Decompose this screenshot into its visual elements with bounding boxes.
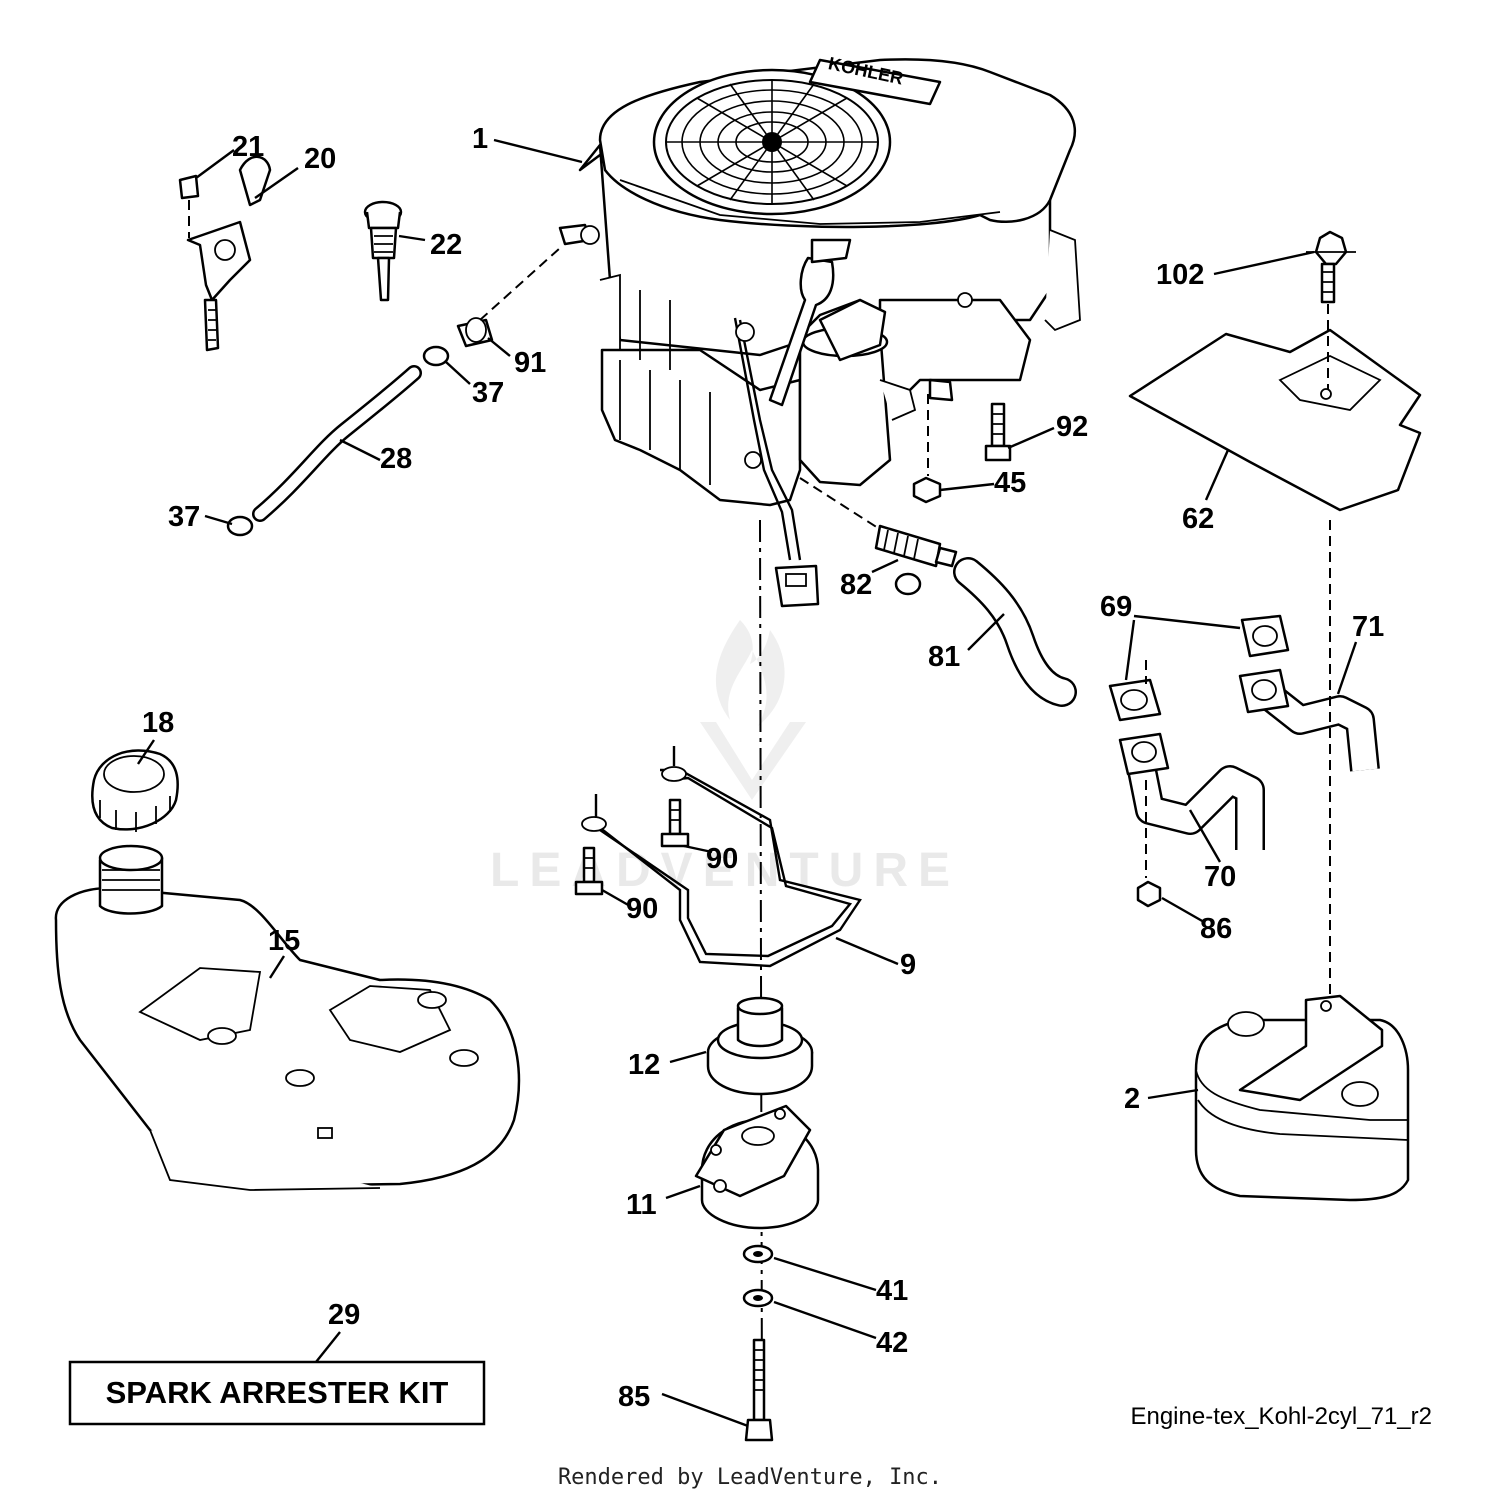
leadventure-watermark: LEADVENTURE bbox=[490, 620, 960, 897]
callout-28: 28 bbox=[380, 443, 412, 475]
pulley-part bbox=[706, 996, 814, 1096]
callout-62: 62 bbox=[1182, 503, 1214, 535]
callout-71: 71 bbox=[1352, 611, 1384, 643]
spark-arrester-kit-box: SPARK ARRESTER KIT bbox=[68, 1360, 486, 1426]
callout-90-upper: 90 bbox=[706, 843, 738, 875]
callout-102: 102 bbox=[1156, 259, 1204, 291]
watermark-text: LEADVENTURE bbox=[490, 844, 960, 897]
callout-29: 29 bbox=[328, 1299, 360, 1331]
fuel-line-group bbox=[226, 247, 561, 537]
exhaust-group bbox=[1108, 520, 1380, 1020]
callout-18: 18 bbox=[142, 707, 174, 739]
part-callouts: 1 21 20 22 91 37 28 37 92 45 102 62 69 7… bbox=[142, 123, 1384, 1413]
callout-15: 15 bbox=[268, 925, 300, 957]
fuel-cap-part bbox=[91, 749, 179, 832]
spark-arrester-kit-label: SPARK ARRESTER KIT bbox=[106, 1375, 449, 1410]
callout-85: 85 bbox=[618, 1381, 650, 1413]
callout-41: 41 bbox=[876, 1275, 908, 1307]
callout-69: 69 bbox=[1100, 591, 1132, 623]
callout-86: 86 bbox=[1200, 913, 1232, 945]
callout-92: 92 bbox=[1056, 411, 1088, 443]
callout-9: 9 bbox=[900, 949, 916, 981]
dipstick-part bbox=[363, 200, 403, 302]
callout-91: 91 bbox=[514, 347, 546, 379]
callout-81: 81 bbox=[928, 641, 960, 673]
heat-shield-group bbox=[1128, 230, 1422, 512]
callout-12: 12 bbox=[628, 1049, 660, 1081]
callout-22: 22 bbox=[430, 229, 462, 261]
throttle-control-group bbox=[178, 155, 272, 352]
callout-2: 2 bbox=[1124, 1083, 1140, 1115]
connector-hose-group bbox=[799, 477, 1077, 707]
callout-37-lower: 37 bbox=[168, 501, 200, 533]
callout-11: 11 bbox=[626, 1189, 657, 1221]
callout-90-lower: 90 bbox=[626, 893, 658, 925]
diagram-reference-code: Engine-tex_Kohl-2cyl_71_r2 bbox=[1130, 1403, 1432, 1430]
callout-21: 21 bbox=[232, 131, 264, 163]
crank-centerline bbox=[759, 519, 763, 1421]
callout-42: 42 bbox=[876, 1327, 908, 1359]
callout-37-upper: 37 bbox=[472, 377, 504, 409]
clutch-part bbox=[694, 1104, 820, 1230]
muffler-part bbox=[1194, 994, 1410, 1202]
fuel-tank-part bbox=[54, 844, 521, 1191]
callout-45: 45 bbox=[994, 467, 1026, 499]
callout-1: 1 bbox=[472, 123, 488, 155]
callout-20: 20 bbox=[304, 143, 336, 175]
leader-lines bbox=[137, 138, 1358, 1428]
engine-assembly: KOHLER bbox=[558, 53, 1081, 608]
washers-bolt-group bbox=[742, 1244, 774, 1442]
callout-82: 82 bbox=[840, 569, 872, 601]
render-credit: Rendered by LeadVenture, Inc. bbox=[558, 1465, 942, 1490]
callout-70: 70 bbox=[1204, 861, 1236, 893]
bolt-nut-group bbox=[912, 394, 1012, 504]
